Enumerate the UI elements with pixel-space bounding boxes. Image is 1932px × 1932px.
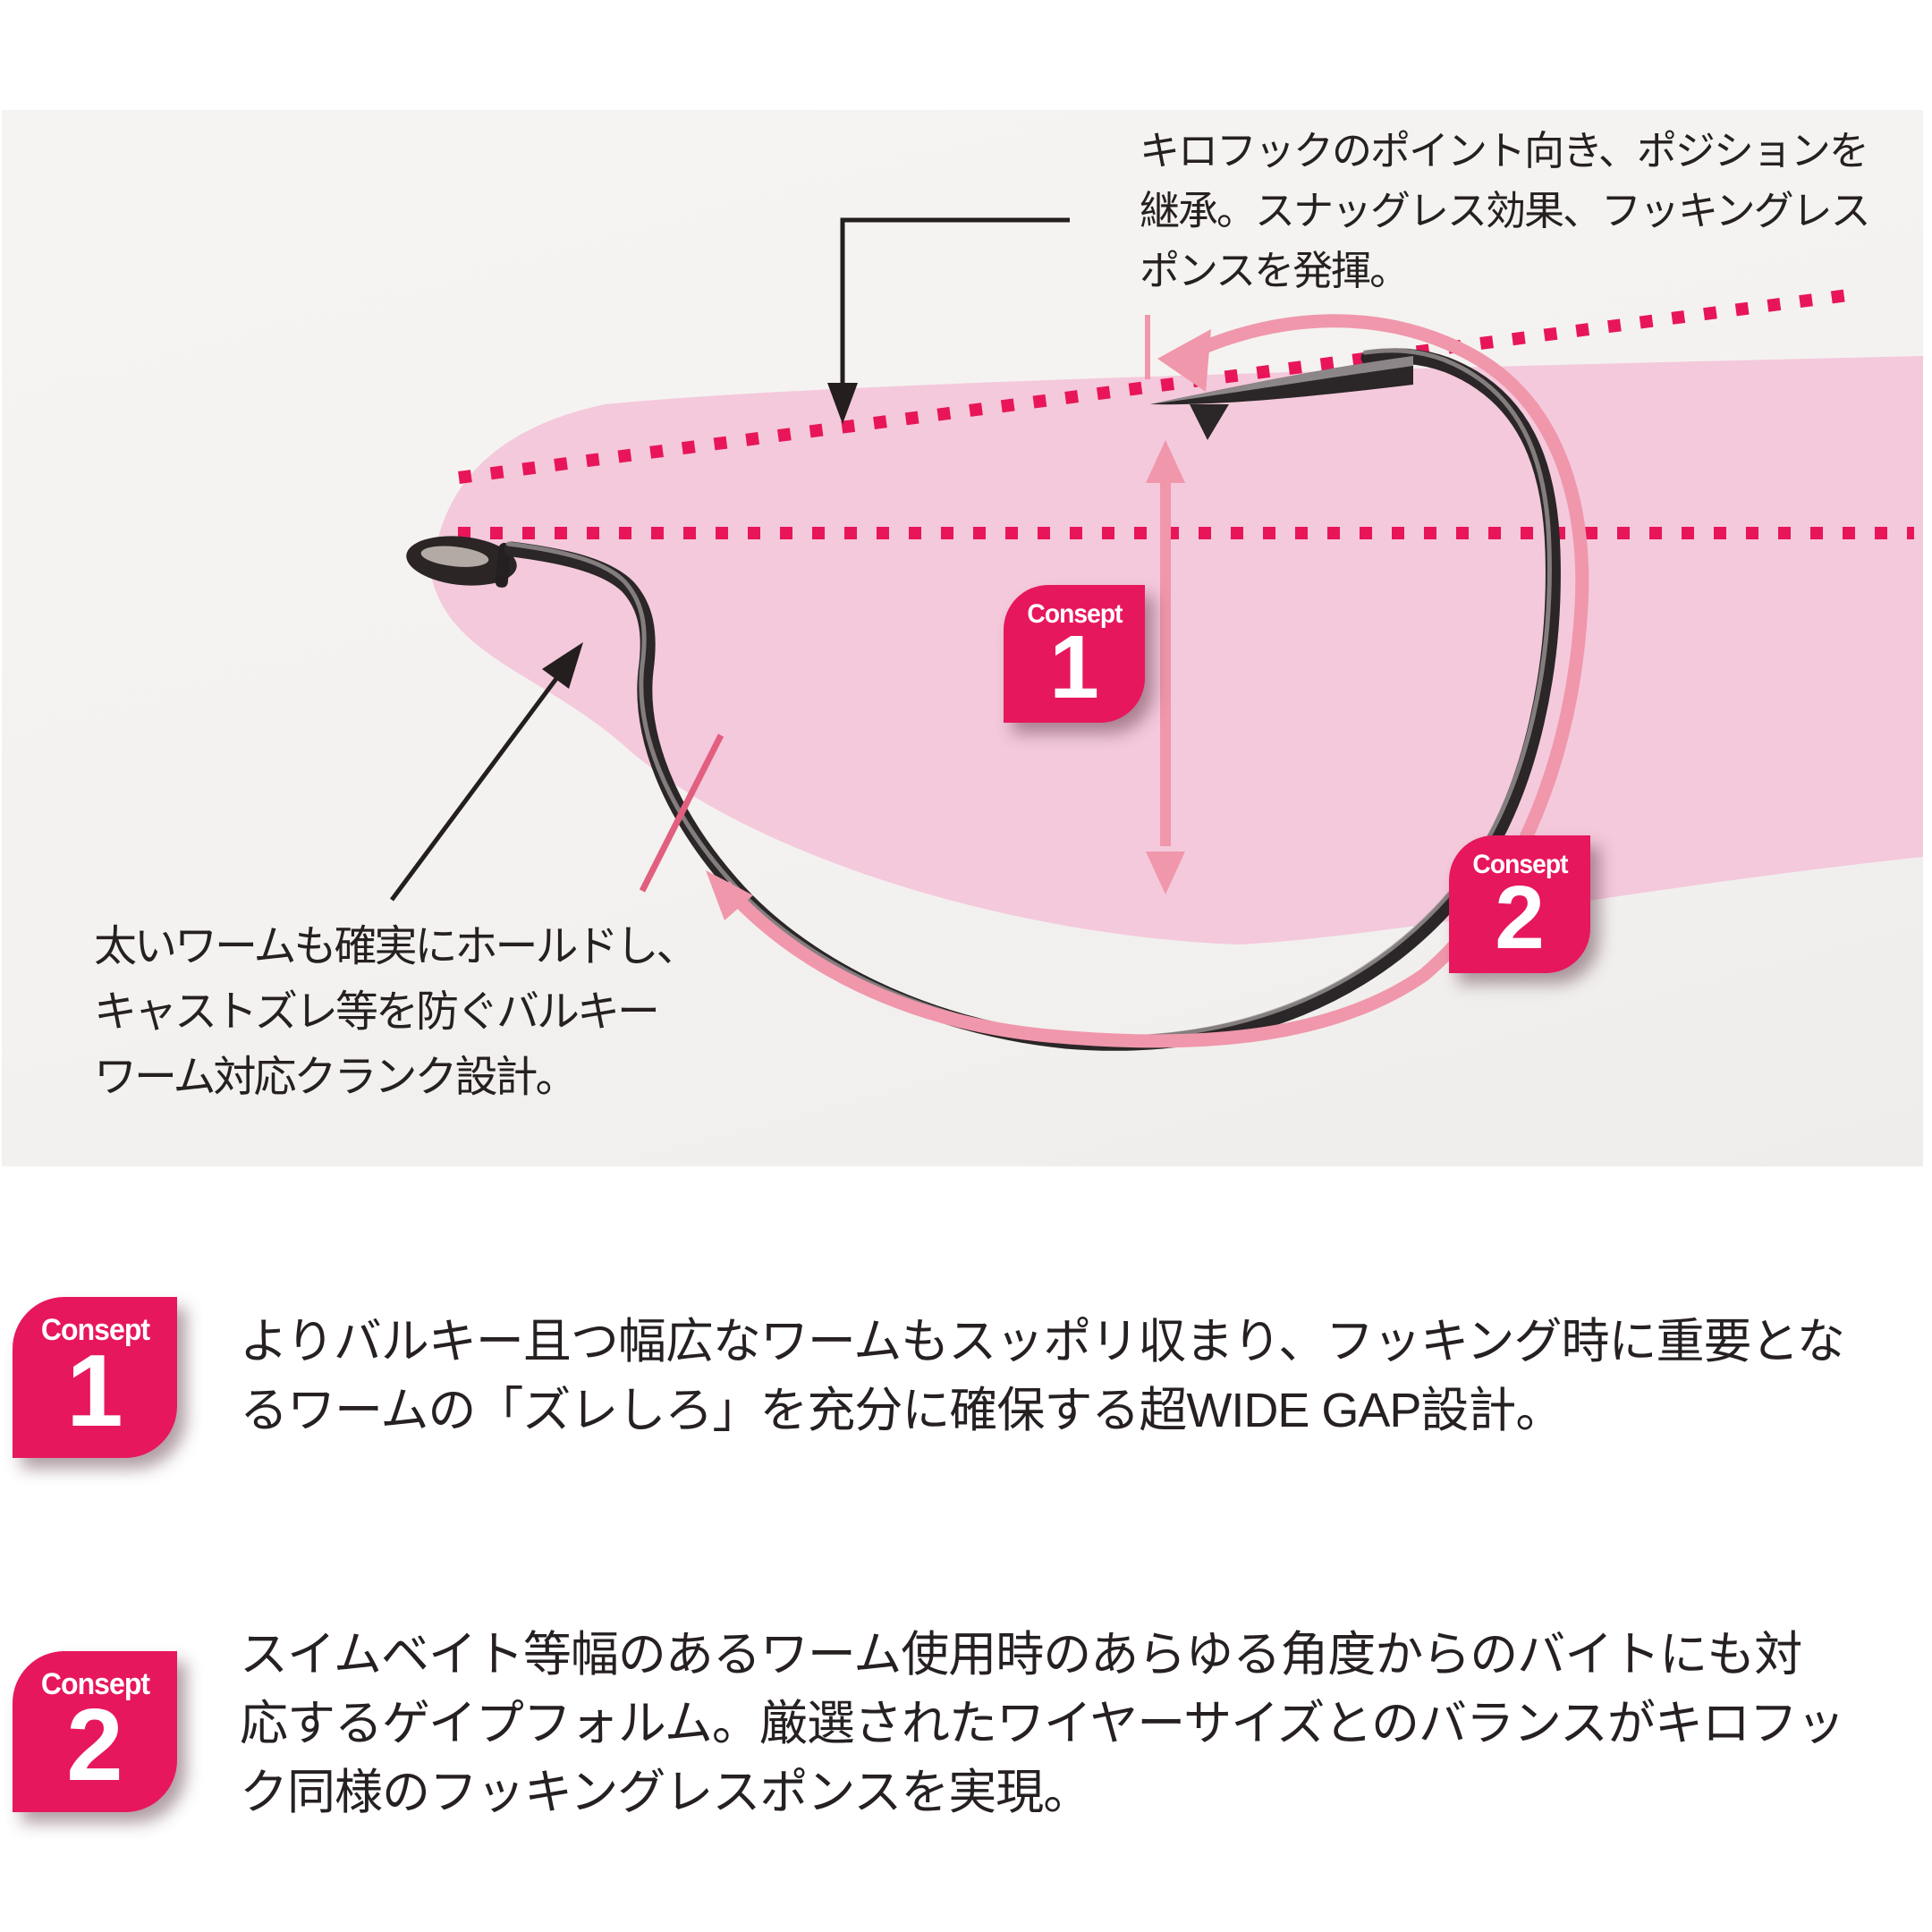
consept-1-description: よりバルキー且つ幅広なワームもスッポリ収まり、フッキング時に重要とな るワームの… <box>240 1308 1930 1445</box>
hook-point-highlight <box>1150 356 1413 404</box>
crank-note: 太いワームも確実にホールドし、 キャストズレ等を防ぐバルキー ワーム対応クランク… <box>94 914 699 1110</box>
badge-number: 2 <box>1495 868 1545 968</box>
description-line: るワームの「ズレしろ」を充分に確保する超WIDE GAP設計。 <box>240 1384 1563 1437</box>
badge-label: Consept <box>1026 599 1123 629</box>
point-note-line: キロフックのポイント向き、ポジションを <box>1140 128 1869 174</box>
badge-label: Consept <box>40 1313 149 1347</box>
crank-note-line: ワーム対応クランク設計。 <box>94 1054 579 1101</box>
consept-2-badge-diagram: Consept 2 <box>1449 835 1590 973</box>
badge-number: 2 <box>66 1689 123 1802</box>
description-line: よりバルキー且つ幅広なワームもスッポリ収まり、フッキング時に重要とな <box>240 1315 1845 1368</box>
badge-number: 1 <box>1049 617 1099 717</box>
consept-1-badge-section: Consept 1 <box>13 1297 177 1458</box>
consept-2-description: スイムベイト等幅のあるワーム使用時のあらゆる角度からのバイトにも対 応するゲイプ… <box>240 1621 1930 1827</box>
point-note-connector-arrow <box>827 217 1070 424</box>
point-note: キロフックのポイント向き、ポジションを 継承。スナッグレス効果、フッキングレス … <box>1140 121 1871 301</box>
badge-label: Consept <box>1471 850 1568 879</box>
consept-2-badge-section: Consept 2 <box>13 1651 177 1812</box>
description-line: 応するゲイプフォルム。厳選されたワイヤーサイズとのバランスがキロフッ <box>240 1697 1845 1750</box>
crank-note-connector-arrow <box>389 642 583 902</box>
consept-1-badge-diagram: Consept 1 <box>1004 585 1145 723</box>
point-note-line: 継承。スナッグレス効果、フッキングレス <box>1140 188 1871 233</box>
crank-slash-mark <box>639 733 724 893</box>
point-note-line: ポンスを発揮。 <box>1140 248 1410 293</box>
hook-eye <box>406 536 517 588</box>
gap-width-arrow <box>1146 440 1185 894</box>
description-line: ク同様のフッキングレスポンスを実現。 <box>240 1766 1091 1819</box>
crank-note-line: 太いワームも確実にホールドし、 <box>94 923 699 970</box>
badge-label: Consept <box>40 1667 149 1701</box>
badge-number: 1 <box>66 1335 123 1448</box>
crank-note-line: キャストズレ等を防ぐバルキー <box>94 988 660 1036</box>
hook-barb <box>1190 404 1229 440</box>
description-line: スイムベイト等幅のあるワーム使用時のあらゆる角度からのバイトにも対 <box>240 1628 1802 1682</box>
point-direction-dotted-line <box>458 289 1849 484</box>
